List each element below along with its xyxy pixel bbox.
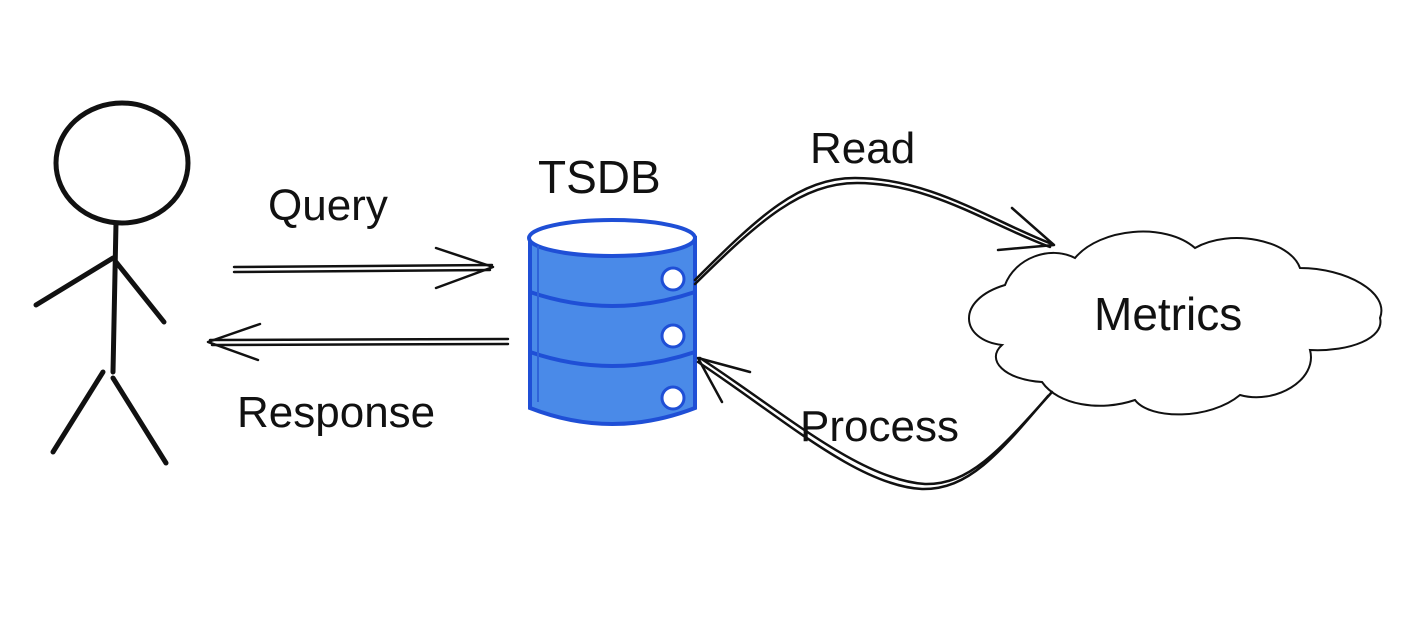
read-label: Read bbox=[810, 124, 915, 173]
database-port-middle bbox=[660, 323, 686, 349]
metrics-label: Metrics bbox=[1094, 288, 1242, 340]
cloud-icon bbox=[968, 230, 1383, 416]
query-arrow bbox=[232, 246, 495, 290]
query-label: Query bbox=[268, 181, 388, 230]
database-port-top bbox=[660, 266, 686, 292]
response-arrow bbox=[206, 322, 510, 362]
database-port-bottom bbox=[660, 385, 686, 411]
response-label: Response bbox=[237, 388, 435, 437]
tsdb-label: TSDB bbox=[538, 151, 661, 203]
process-label: Process bbox=[800, 402, 959, 451]
process-arrow bbox=[696, 356, 1054, 491]
database-cylinder-icon bbox=[527, 218, 697, 426]
user-stick-figure-icon bbox=[33, 100, 191, 466]
read-arrow bbox=[693, 176, 1056, 286]
